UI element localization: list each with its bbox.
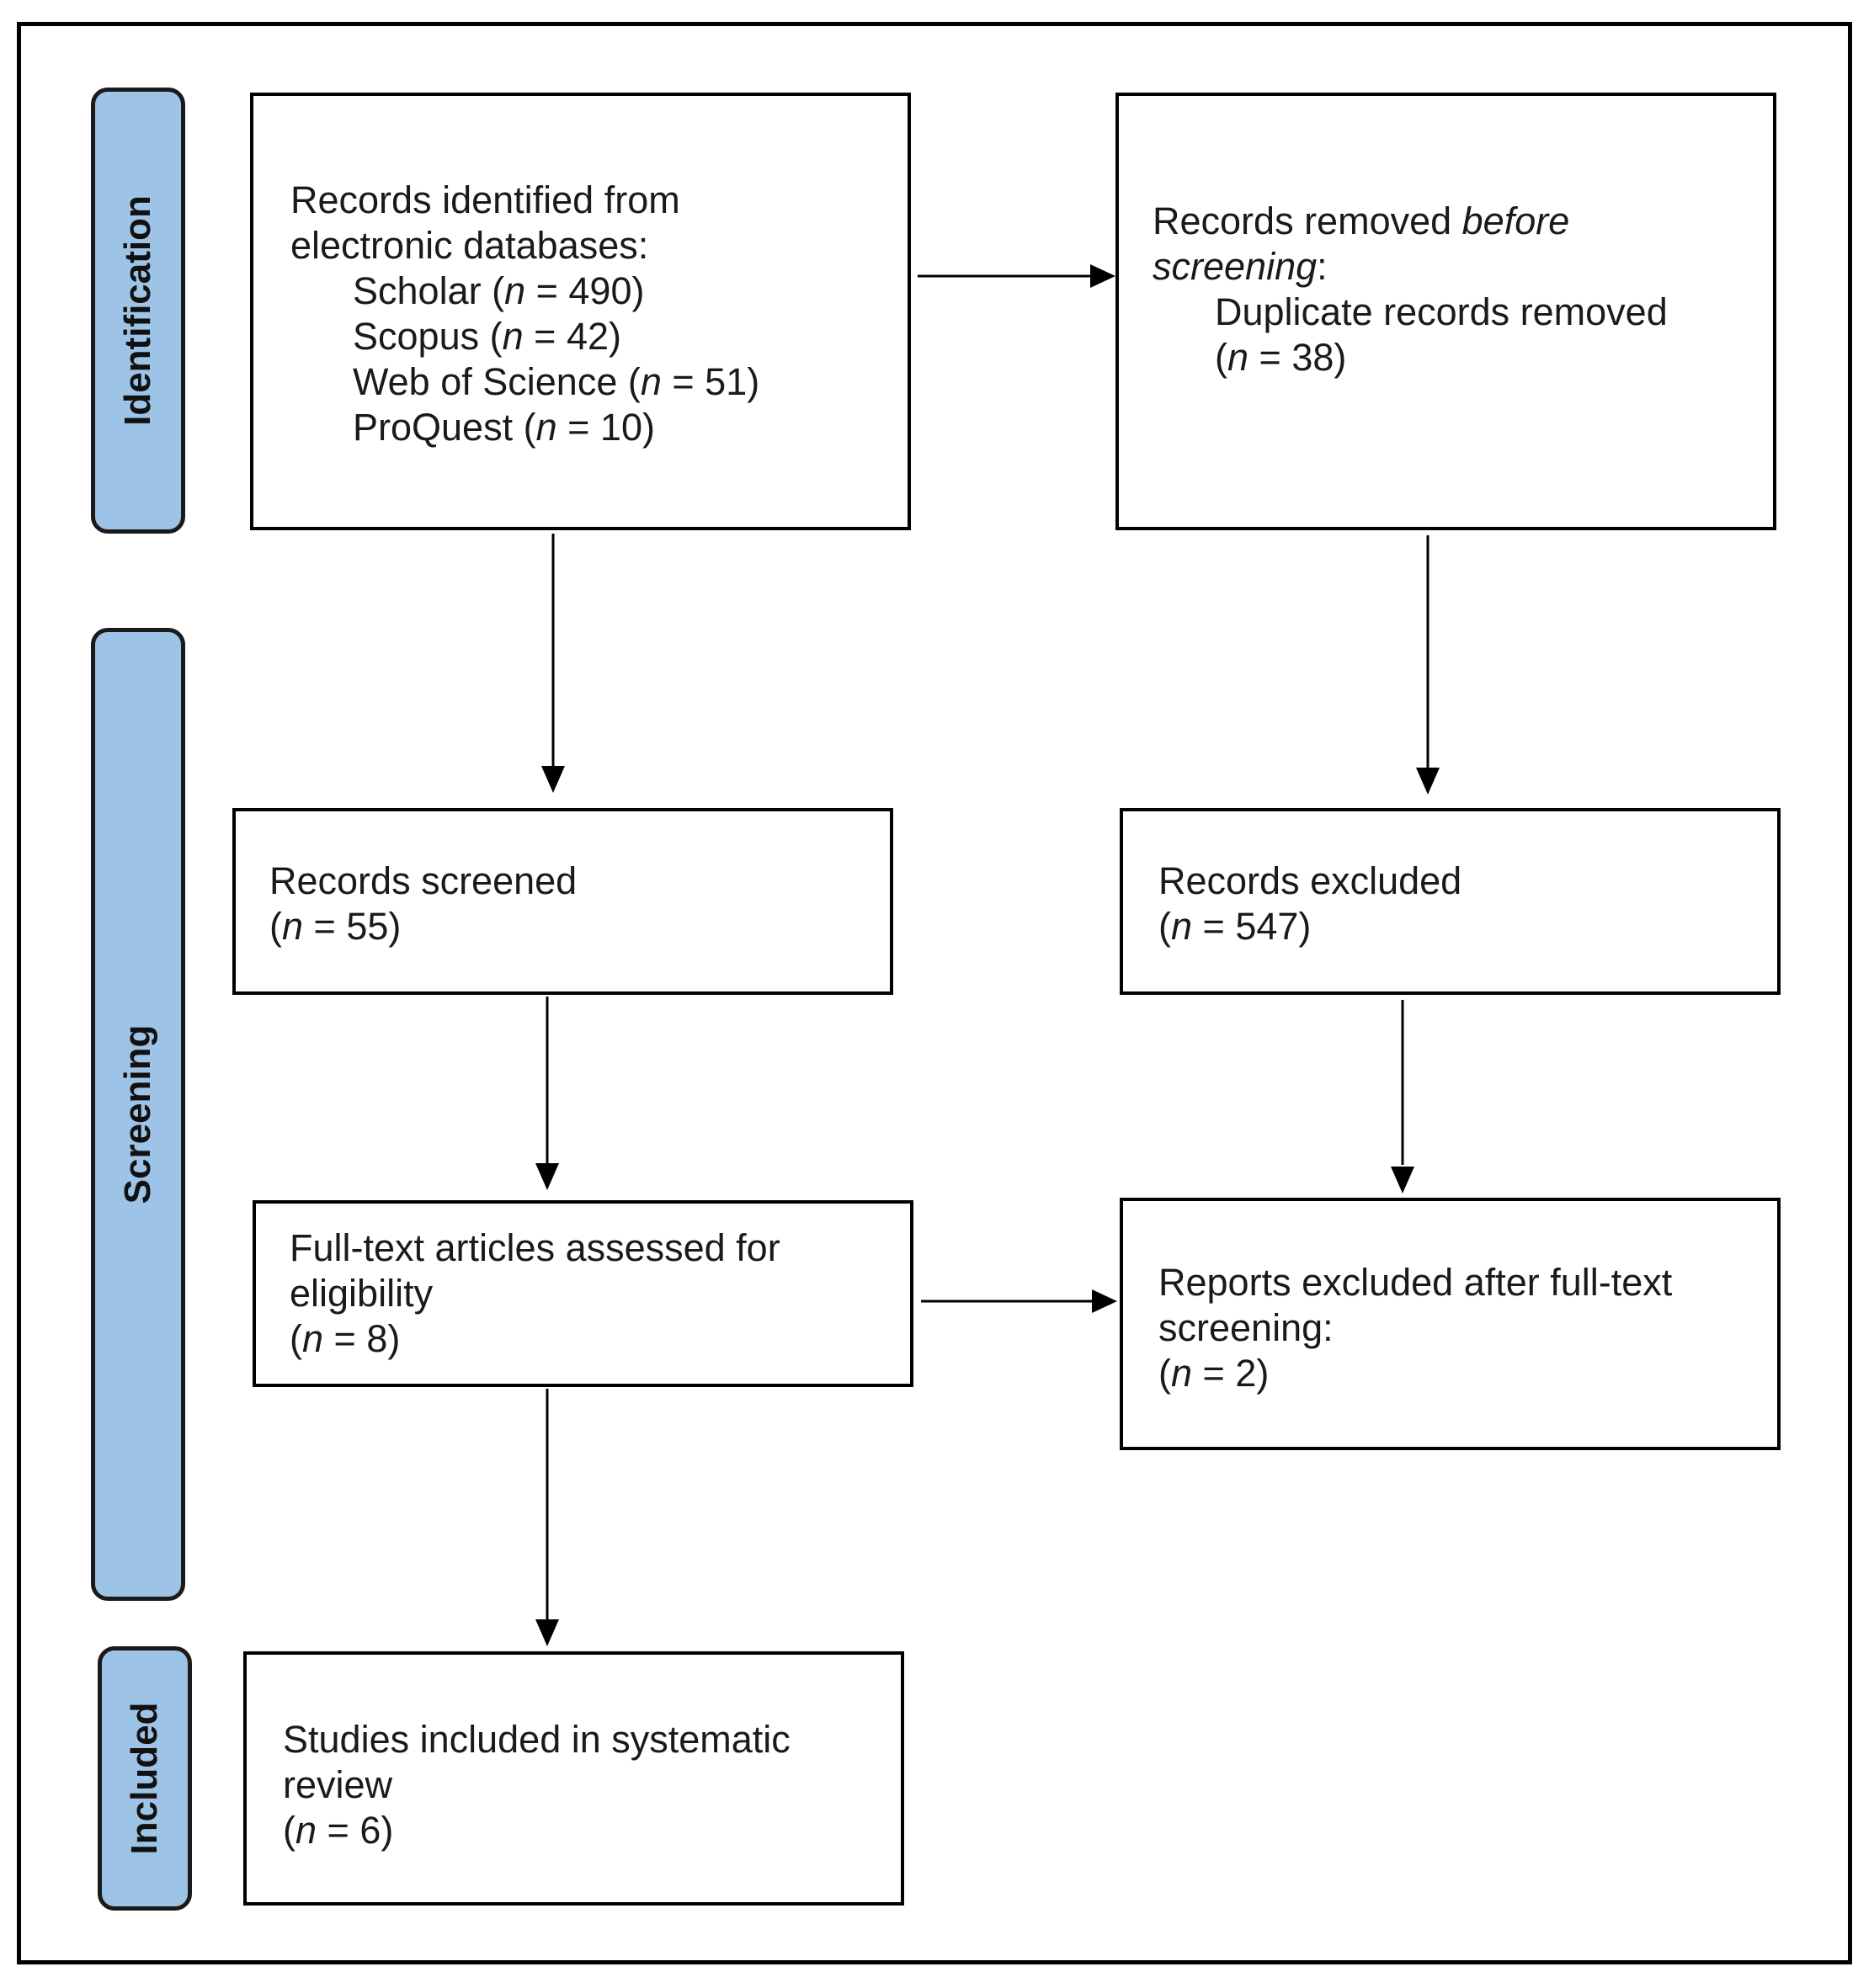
arrowhead-excluded-to-reports	[1391, 1167, 1414, 1193]
fulltext-line-1: Full-text articles assessed for	[290, 1226, 780, 1269]
phase-identification: Identification	[91, 88, 185, 534]
included-line-1: Studies included in systematic	[283, 1718, 791, 1761]
reports-excluded-line-1: Reports excluded after full-text	[1158, 1261, 1673, 1304]
reports-excluded-text: Reports excluded after full-text screeni…	[1158, 1260, 1672, 1396]
fulltext-count: (n = 8)	[290, 1317, 401, 1360]
identified-text: Records identified from electronic datab…	[290, 178, 759, 450]
screened-text: Records screened (n = 55)	[269, 858, 577, 949]
screened-count: (n = 55)	[269, 905, 402, 948]
arrowhead-identified-to-screened	[541, 766, 565, 793]
removed-line-1: Records removed before	[1153, 199, 1570, 242]
removed-line-3: Duplicate records removed	[1215, 290, 1668, 333]
arrowhead-fulltext-to-included	[535, 1619, 559, 1646]
fulltext-line-2: eligibility	[290, 1272, 434, 1315]
box-records-screened: Records screened (n = 55)	[232, 808, 893, 995]
excluded-count: (n = 547)	[1158, 905, 1312, 948]
arrowhead-identified-to-removed	[1090, 264, 1115, 288]
removed-text: Records removed before screening: Duplic…	[1153, 199, 1668, 380]
screened-label: Records screened	[269, 859, 578, 902]
box-studies-included: Studies included in systematic review (n…	[243, 1651, 904, 1906]
identified-heading-2: electronic databases:	[290, 224, 649, 267]
source-web-of-science: Web of Science (n = 51)	[353, 360, 760, 403]
arrowhead-removed-to-excluded	[1416, 768, 1440, 795]
fulltext-text: Full-text articles assessed for eligibil…	[290, 1225, 780, 1362]
arrowhead-screened-to-fulltext	[535, 1163, 559, 1190]
arrowhead-fulltext-to-reports	[1092, 1289, 1117, 1313]
phase-screening: Screening	[91, 628, 185, 1601]
box-reports-excluded: Reports excluded after full-text screeni…	[1120, 1198, 1781, 1450]
source-scholar: Scholar (n = 490)	[353, 269, 645, 312]
identified-heading-1: Records identified from	[290, 178, 680, 221]
removed-count: (n = 38)	[1215, 336, 1347, 379]
excluded-label: Records excluded	[1158, 859, 1462, 902]
excluded-text: Records excluded (n = 547)	[1158, 858, 1461, 949]
box-records-excluded: Records excluded (n = 547)	[1120, 808, 1781, 995]
included-line-2: review	[283, 1763, 393, 1806]
box-records-removed: Records removed before screening: Duplic…	[1115, 93, 1776, 530]
included-count: (n = 6)	[283, 1809, 394, 1852]
removed-line-2: screening:	[1153, 245, 1328, 288]
source-scopus: Scopus (n = 42)	[353, 315, 621, 358]
reports-excluded-line-2: screening:	[1158, 1306, 1334, 1349]
box-records-identified: Records identified from electronic datab…	[250, 93, 911, 530]
reports-excluded-count: (n = 2)	[1158, 1352, 1270, 1395]
box-fulltext-assessed: Full-text articles assessed for eligibil…	[253, 1200, 913, 1387]
phase-included: Included	[98, 1646, 192, 1911]
source-proquest: ProQuest (n = 10)	[353, 406, 655, 449]
diagram-frame	[17, 22, 1852, 1964]
included-text: Studies included in systematic review (n…	[283, 1717, 791, 1853]
